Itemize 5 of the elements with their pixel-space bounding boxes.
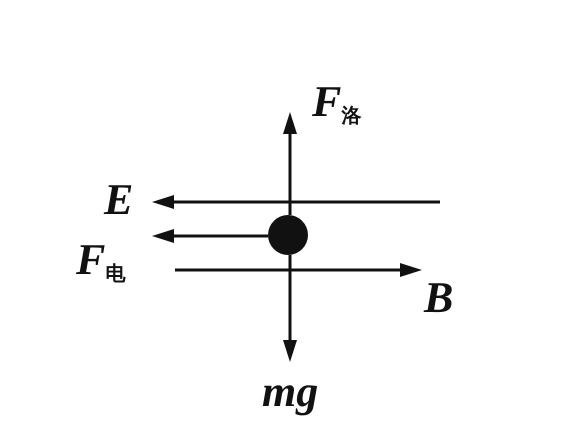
force-label: B — [424, 276, 454, 320]
force-label: mg — [262, 370, 318, 414]
force-label: F$_{洛}$ — [312, 80, 362, 126]
force-label: F$_{电}$ — [76, 238, 126, 284]
force-label: E — [104, 178, 134, 222]
